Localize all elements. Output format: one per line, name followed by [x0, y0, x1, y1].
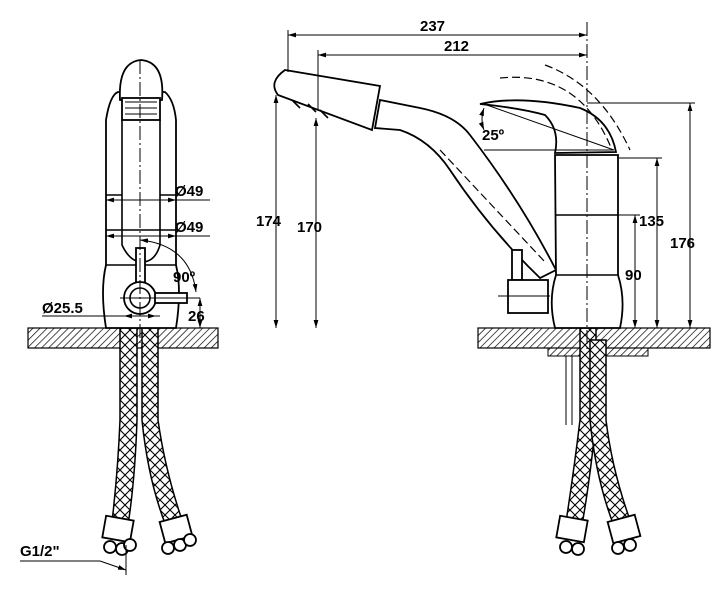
faucet-body-side — [550, 154, 624, 329]
dim-lever-height: 26 — [188, 308, 205, 325]
dim-body-diameter-upper: Ø49 — [175, 183, 203, 200]
dim-spout-reach: 212 — [444, 38, 469, 55]
dim-lever-angle: 90º — [173, 269, 196, 286]
dim-hose-thread: G1/2" — [20, 543, 60, 560]
dim-handle-height: 176 — [670, 235, 695, 252]
hose-side-right — [589, 339, 631, 527]
dim-body-height: 135 — [639, 213, 664, 230]
dim-mount-diameter: Ø25.5 — [42, 300, 83, 317]
hose-left — [111, 327, 138, 526]
handle-side — [479, 99, 618, 154]
hose-right — [141, 327, 183, 527]
hose-nut-right — [158, 513, 197, 555]
hose-nuts-side — [555, 513, 642, 556]
dim-spout-height: 170 — [297, 219, 322, 236]
spray-head — [273, 69, 382, 132]
dim-lever-height-side: 90 — [625, 267, 642, 284]
side-view: 237 212 25º 174 170 135 176 90 — [256, 18, 711, 556]
spout — [373, 98, 558, 280]
handle-front — [118, 59, 164, 101]
aerator-front — [121, 97, 161, 121]
dim-total-height: 174 — [256, 213, 282, 230]
dim-total-length: 237 — [420, 18, 445, 35]
dim-body-diameter-lower: Ø49 — [175, 219, 203, 236]
hose-nut-left — [101, 514, 137, 556]
dim-handle-angle: 25º — [482, 127, 505, 144]
front-view: Ø49 Ø49 90º 26 Ø25.5 G1/2" — [20, 59, 219, 575]
